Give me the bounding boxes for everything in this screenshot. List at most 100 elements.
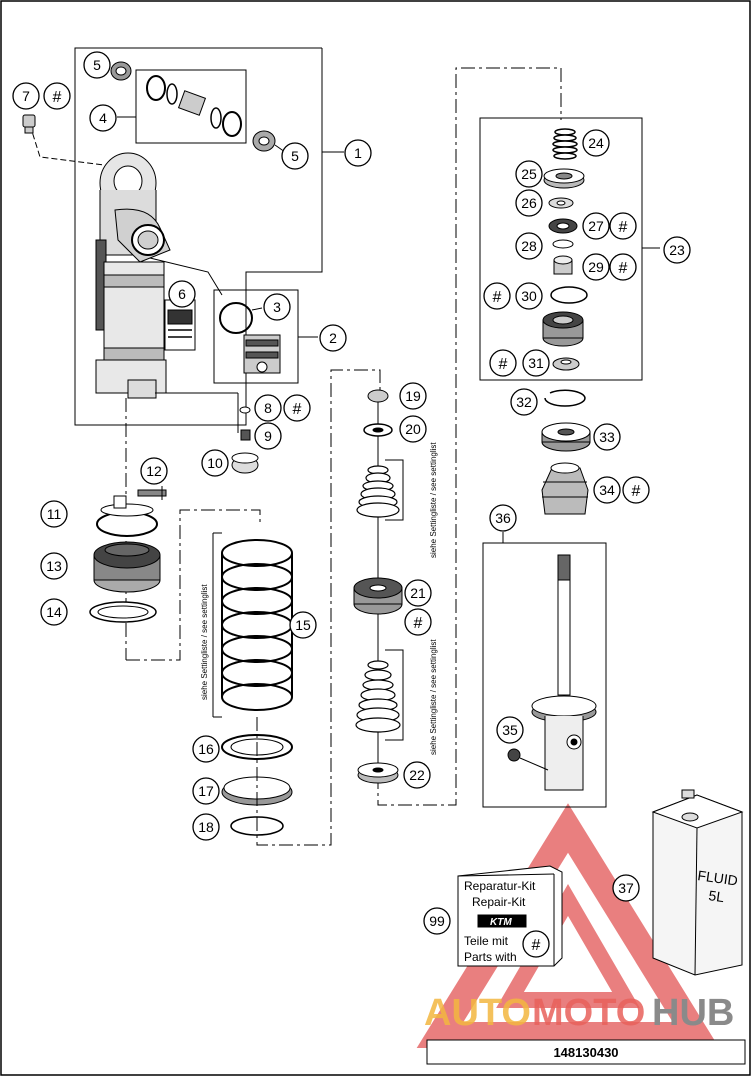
callout-number: 19 [405, 388, 421, 404]
callout-number: 21 [410, 585, 426, 601]
callout-circle [40, 552, 68, 580]
callout-number: 1 [354, 145, 362, 161]
setting-note-lower-shims: siehe Settingliste / see settinglist [429, 639, 438, 755]
callout-12: 12 [140, 457, 168, 485]
watermark-moto: MOTO [532, 992, 645, 1034]
piston-rod-assembly [482, 532, 607, 808]
callout-5: 5 [281, 142, 309, 170]
callout-number: 20 [405, 421, 421, 437]
callout-17: 17 [192, 777, 220, 805]
callout-circle [192, 735, 220, 763]
callout-number: 4 [99, 110, 107, 126]
callout-circle [40, 500, 68, 528]
callout-number: 5 [291, 148, 299, 164]
callout-22: 22 [403, 761, 431, 789]
fluid-can-label-line1: FLUID [697, 867, 739, 888]
callout-circle [168, 280, 196, 308]
hash-symbol: # [619, 260, 628, 277]
callout-circle [319, 324, 347, 352]
adjuster-valve [213, 289, 318, 384]
callout-number: 3 [273, 299, 281, 315]
callout-circle [281, 142, 309, 170]
callout-29: 29 [582, 253, 610, 281]
link-line-middle [256, 369, 381, 846]
callout-circle [263, 293, 291, 321]
callout-number: 33 [599, 429, 615, 445]
damper-head-kit [479, 117, 660, 381]
link-line-right [377, 67, 562, 806]
callout-circle [192, 777, 220, 805]
callout-6: 6 [168, 280, 196, 308]
hash-symbol: # [493, 289, 502, 306]
callout-30: 30 [515, 282, 543, 310]
callout-number: 29 [588, 259, 604, 275]
callout-circle [192, 813, 220, 841]
hash-circle [609, 212, 637, 240]
hash-symbol: # [53, 89, 62, 106]
hash-marker: # [483, 282, 511, 310]
callout-circle [140, 457, 168, 485]
callout-number: 10 [207, 455, 223, 471]
callout-number: 15 [295, 617, 311, 633]
hash-symbol: # [632, 483, 641, 500]
group-bracket-1 [74, 47, 323, 426]
callout-number: 17 [198, 783, 214, 799]
callout-33: 33 [593, 423, 621, 451]
spring-retainer-parts [89, 486, 167, 623]
callout-number: 36 [495, 510, 511, 526]
callout-25: 25 [515, 160, 543, 188]
callout-circle [522, 349, 550, 377]
callout-circle [399, 415, 427, 443]
hash-circle [404, 608, 432, 636]
callout-circle [89, 104, 117, 132]
hash-marker: # [609, 253, 637, 281]
callout-circle [515, 160, 543, 188]
callout-34: 34 [593, 476, 621, 504]
callout-circle [510, 388, 538, 416]
callout-number: 12 [146, 463, 162, 479]
part-7-bolt [22, 114, 36, 134]
callout-circle [515, 189, 543, 217]
callout-number: 22 [409, 767, 425, 783]
callout-circle [83, 51, 111, 79]
repair-kit-brand: KTM [490, 917, 512, 928]
callout-circle [254, 394, 282, 422]
shock-absorber-body [74, 47, 344, 661]
callout-number: 16 [198, 741, 214, 757]
hash-symbol: # [619, 219, 628, 236]
callout-number: 18 [198, 819, 214, 835]
callout-labels: 5145732689101211131415161718192021222425… [12, 51, 691, 935]
hash-marker: # [283, 394, 311, 422]
bearing-kit [105, 61, 286, 153]
callout-number: 31 [528, 355, 544, 371]
callout-circle [289, 611, 317, 639]
callout-21: 21 [404, 579, 432, 607]
callout-circle [344, 139, 372, 167]
callout-circle [496, 716, 524, 744]
callout-circle [12, 82, 40, 110]
callout-1: 1 [344, 139, 372, 167]
repair-kit-line4: Parts with [464, 950, 517, 964]
repair-kit-line2: Repair-Kit [472, 895, 526, 909]
part-number-box [426, 1039, 746, 1065]
watermark-auto: AUTO [424, 992, 531, 1034]
hash-circle [609, 253, 637, 281]
fluid-can [651, 789, 744, 976]
callout-4: 4 [89, 104, 117, 132]
callout-28: 28 [515, 232, 543, 260]
callout-number: 99 [429, 913, 445, 929]
callout-circle [593, 423, 621, 451]
callout-19: 19 [399, 382, 427, 410]
callout-number: 9 [264, 428, 272, 444]
hash-marker: # [522, 930, 550, 958]
callout-number: 25 [521, 166, 537, 182]
bump-stop-parts [541, 389, 591, 515]
callout-circle [399, 382, 427, 410]
callout-number: 27 [588, 218, 604, 234]
hash-symbol: # [499, 356, 508, 373]
callout-13: 13 [40, 552, 68, 580]
hash-circle [489, 349, 517, 377]
callout-20: 20 [399, 415, 427, 443]
